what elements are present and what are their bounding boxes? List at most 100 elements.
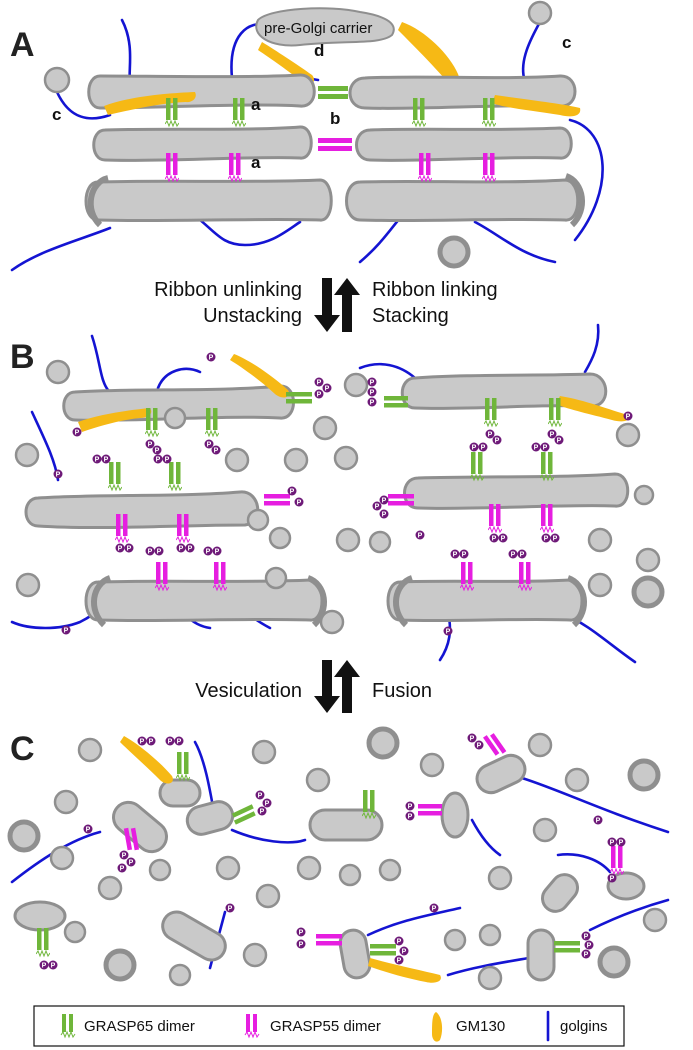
cisterna-rim [564,173,586,228]
grasp65-dimer [108,462,122,491]
phospho-letter: P [488,431,493,438]
phospho-letter: P [129,859,134,866]
phospho-marker: P [607,837,617,847]
ribbon-unlinking-label: Ribbon unlinking [154,279,302,301]
phospho-letter: P [265,800,270,807]
phospho-marker: P [48,960,58,970]
vesicle [487,865,513,891]
phospho-letter: P [122,852,127,859]
phospho-letter: P [481,444,486,451]
phospho-marker: P [607,873,617,883]
vesicle [343,372,369,398]
cisterna [403,472,630,510]
golgin [90,334,110,392]
phospho-letter: P [453,551,458,558]
phospho-marker: P [204,439,214,449]
vesicle [587,527,613,553]
vesicle [268,526,292,550]
phospho-letter: P [501,535,506,542]
phospho-letter: P [260,808,265,815]
phospho-marker: P [593,815,603,825]
phospho-marker: P [485,429,495,439]
label-c-left: c [52,105,61,124]
phospho-marker: P [137,736,147,746]
vesicle [15,572,41,598]
phospho-letter: P [382,511,387,518]
vesicle [251,739,277,765]
cisterna-rim [87,175,110,228]
vesiculation-label: Vesiculation [195,680,302,702]
phospho-marker: P [540,442,550,452]
phospho-marker: P [115,543,125,553]
phospho-marker: P [294,497,304,507]
grasp55-link [483,735,500,756]
phospho-letter: P [209,354,214,361]
phospho-marker: P [405,801,415,811]
phospho-marker: P [581,931,591,941]
phospho-marker: P [126,857,136,867]
phospho-marker: P [492,435,502,445]
golgin [30,410,60,482]
vesicle [49,845,75,871]
grasp55-link [316,934,342,939]
arrow-down-icon [314,660,340,713]
vesicle [242,942,268,968]
vesicle [148,858,172,882]
phospho-marker: P [379,495,389,505]
cisterna [386,578,584,623]
vesicle [97,875,123,901]
golgin [120,18,132,84]
phospho-marker: P [53,469,63,479]
phospho-marker: P [415,530,425,540]
phospho-letter: P [610,839,615,846]
phospho-letter: P [168,738,173,745]
cisterna-fragment [606,871,646,901]
legend-box [33,1005,625,1047]
phospho-letter: P [619,839,624,846]
phospho-marker: P [211,445,221,455]
phospho-marker: P [212,546,222,556]
golgin [521,20,542,80]
arrow-down-icon [314,278,340,332]
phospho-letter: P [596,817,601,824]
grasp55-link [264,494,290,499]
cisterna [92,125,313,162]
phospho-letter: P [42,962,47,969]
phospho-marker: P [176,543,186,553]
phospho-marker: P [616,837,626,847]
phospho-marker: P [119,850,129,860]
pre-golgi-carrier [255,7,395,47]
phospho-marker: P [467,733,477,743]
phospho-marker: P [257,806,267,816]
phospho-marker: P [162,454,172,464]
panel-label-b: B [10,338,35,376]
golgin [473,220,557,264]
vesicle [631,575,665,609]
phospho-marker: P [39,960,49,970]
grasp65-link [318,86,348,91]
label-d: d [314,41,324,60]
label-a-bottom: a [251,153,261,172]
phospho-letter: P [127,545,132,552]
panel-label-a: A [10,26,35,64]
phospho-letter: P [557,437,562,444]
pre-golgi-carrier-label: pre-Golgi carrier [264,20,372,37]
gm130 [556,396,629,422]
grasp65-dimer-icon [60,1014,76,1039]
phospho-letter: P [140,738,145,745]
arrow-up-icon [334,660,360,713]
legend-label-golgins: golgins [560,1018,608,1035]
phospho-letter: P [290,488,295,495]
cisterna [24,490,260,530]
grasp55-dimer [540,504,554,533]
grasp65-link [370,951,396,956]
phospho-letter: P [165,456,170,463]
grasp65-link [318,94,348,99]
vesicle [532,817,558,843]
phospho-marker: P [322,383,332,393]
phospho-marker: P [255,790,265,800]
phospho-letter: P [626,413,631,420]
vesicle [633,484,655,506]
cisterna-fragment [475,753,527,795]
phospho-marker: P [547,429,557,439]
